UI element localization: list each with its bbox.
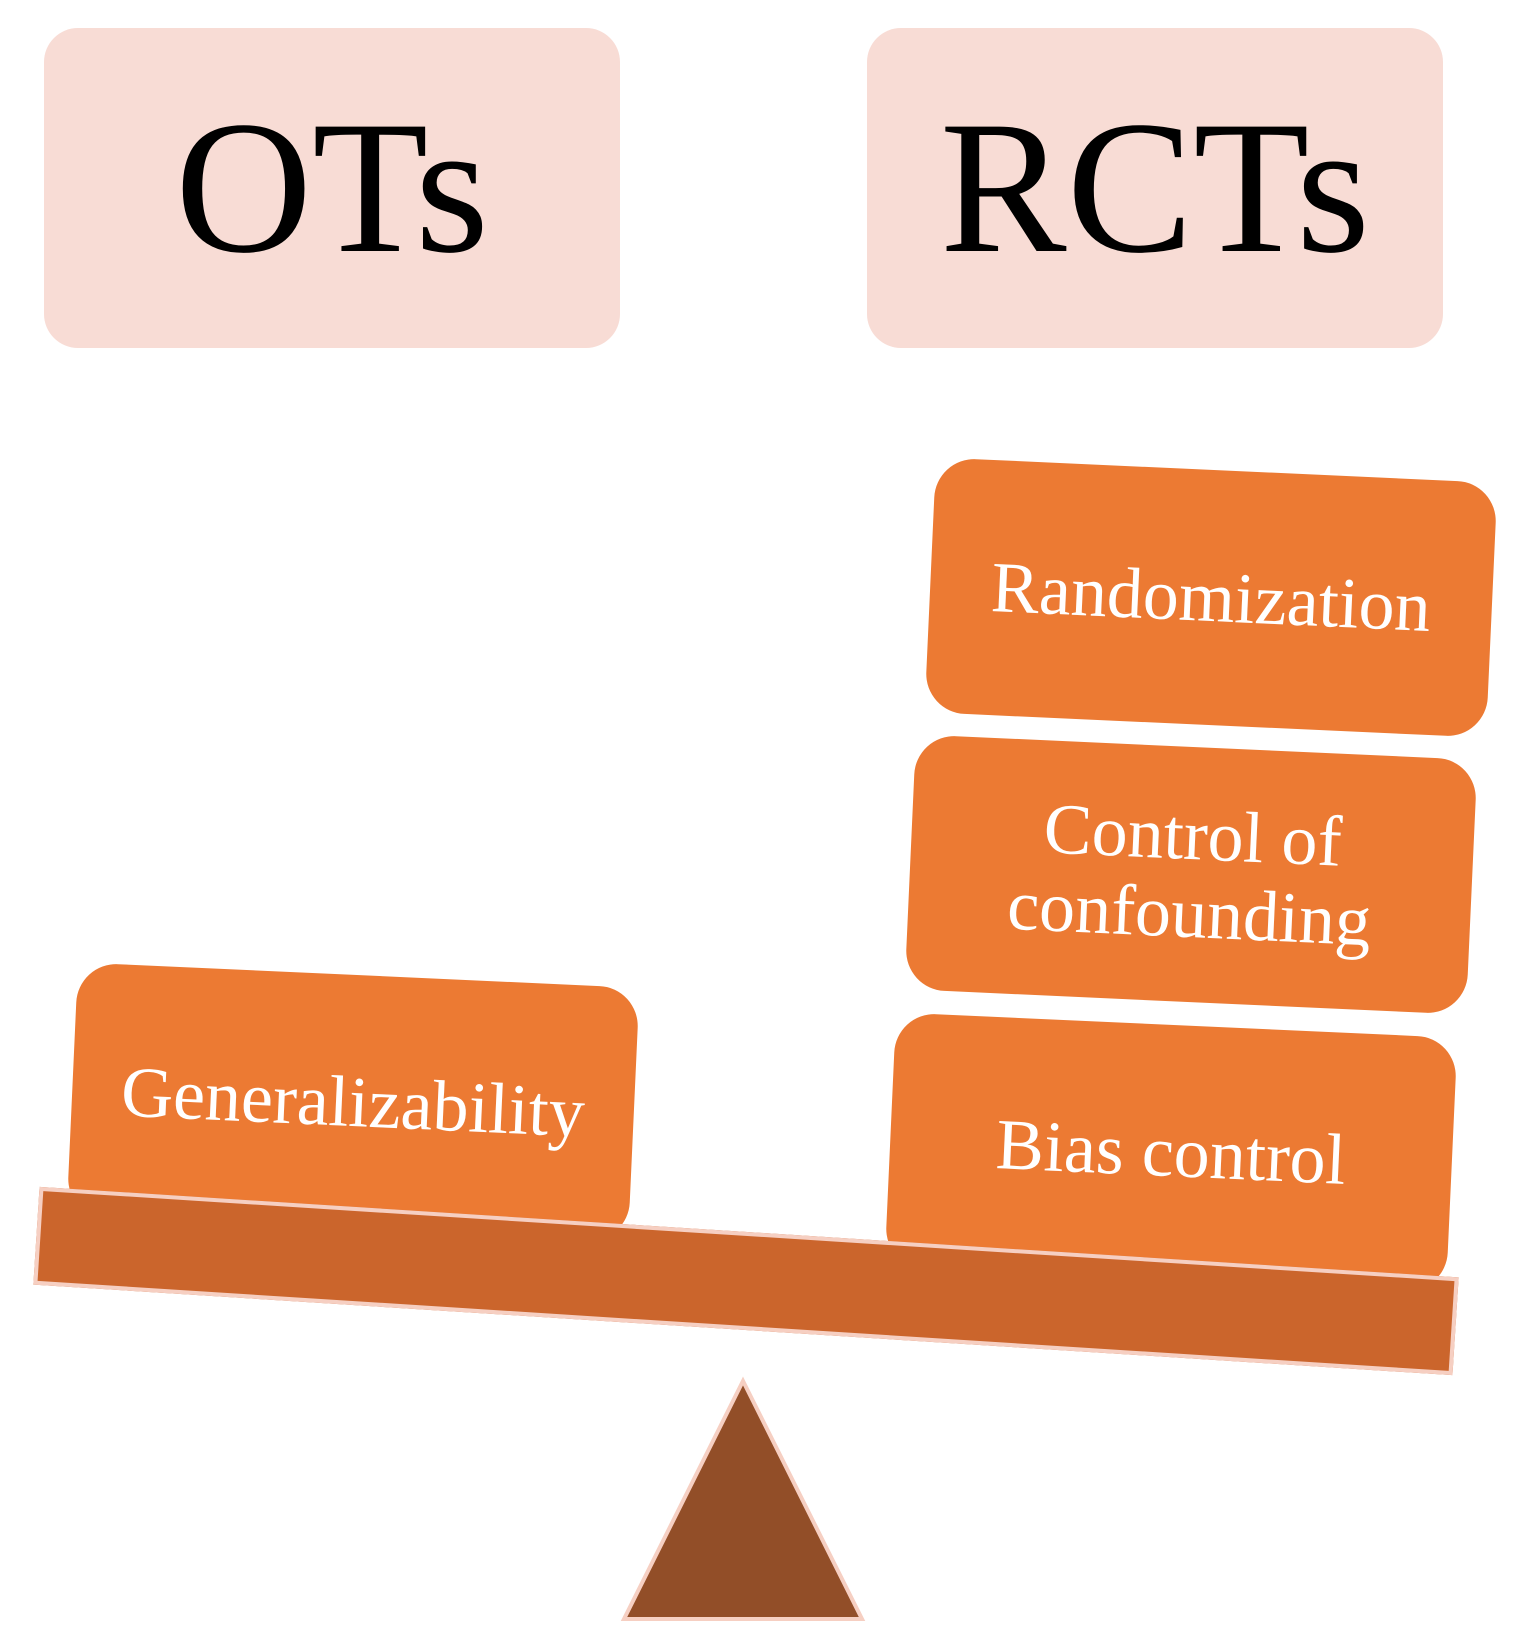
generalizability-label: Generalizability xyxy=(119,1051,587,1153)
randomization-label: Randomization xyxy=(989,546,1433,647)
rcts-header: RCTs xyxy=(867,28,1443,348)
control-of-confounding-label: Control of confounding xyxy=(1005,788,1373,961)
randomization-block: Randomization xyxy=(924,457,1498,738)
fulcrum-triangle xyxy=(620,1376,866,1621)
bias-control-label: Bias control xyxy=(994,1103,1348,1200)
rcts-header-label: RCTs xyxy=(939,83,1371,293)
ots-header-label: OTs xyxy=(175,83,489,293)
control-of-confounding-block: Control of confounding xyxy=(904,734,1478,1015)
ots-header: OTs xyxy=(44,28,620,348)
